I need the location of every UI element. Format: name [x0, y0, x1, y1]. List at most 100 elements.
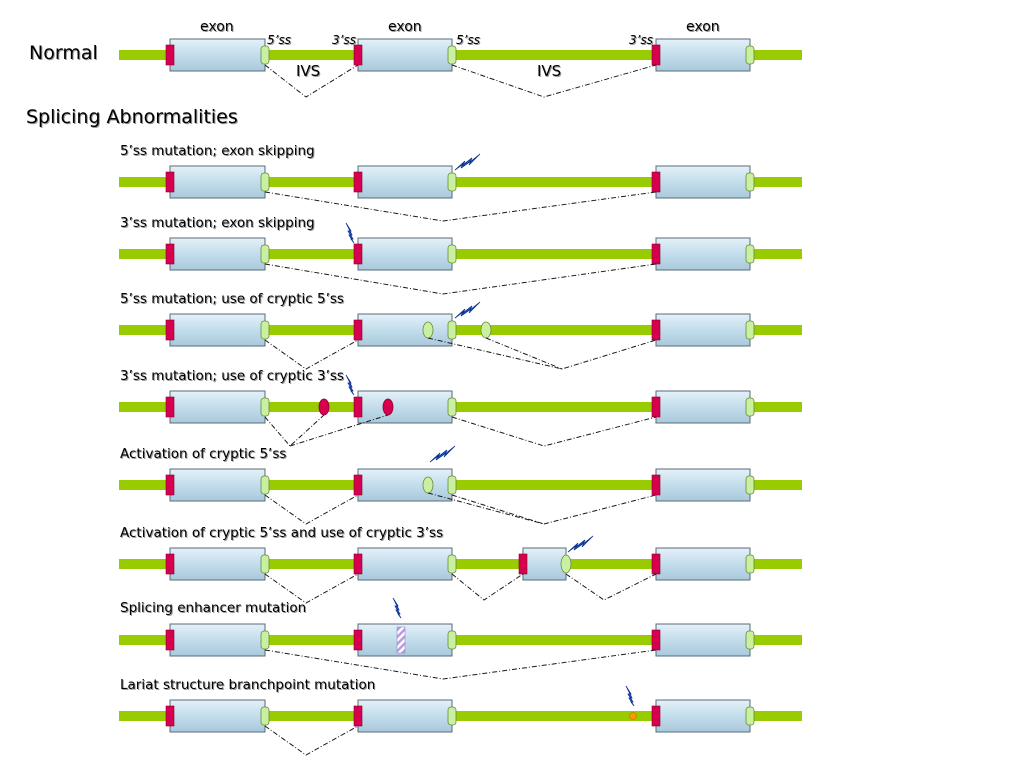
exon-box — [357, 699, 453, 733]
exon-box — [655, 699, 751, 733]
splice-site-5ss — [447, 320, 457, 340]
exon-box — [169, 623, 266, 657]
exon-box — [655, 468, 751, 502]
splice-site-5ss — [745, 244, 755, 264]
mutation-bolt-icon — [392, 597, 402, 619]
exon-box — [357, 468, 453, 502]
splice-site-5ss — [260, 397, 270, 417]
splice-site-5ss — [447, 172, 457, 192]
cryptic-3ss-site — [318, 398, 330, 416]
splice-connector — [485, 337, 563, 370]
splice-connector — [427, 337, 657, 370]
splice-site-5ss — [447, 475, 457, 495]
cryptic-3ss-site — [382, 398, 394, 416]
exon-box — [357, 313, 453, 347]
splice-connector — [451, 573, 524, 601]
intron-line — [119, 635, 802, 645]
splice-site-3ss — [165, 171, 175, 193]
splice-site-3ss — [353, 474, 363, 496]
intron-line — [119, 50, 802, 60]
exon-box — [169, 38, 266, 72]
splice-connector — [264, 339, 359, 370]
row-title-activation-cryptic-5ss: Activation of cryptic 5’ss — [120, 446, 287, 462]
splice-connector — [427, 492, 657, 525]
intron-label-ivs-1: IVS — [296, 62, 321, 80]
splice-site-3ss — [165, 319, 175, 341]
intron-label-ivs-2: IVS — [537, 62, 562, 80]
exon-box — [655, 547, 751, 581]
splice-site-5ss — [260, 45, 270, 65]
splice-connector — [264, 263, 657, 295]
splice-connector — [451, 494, 545, 525]
splice-site-3ss — [353, 44, 363, 66]
splice-site-3ss — [165, 44, 175, 66]
exon-box — [169, 390, 266, 424]
splice-site-5ss — [745, 45, 755, 65]
row-title-splicing-enhancer-mutation: Splicing enhancer mutation — [120, 600, 307, 616]
splice-site-3ss — [165, 705, 175, 727]
row-title-cryptic-5ss-and-3ss: Activation of cryptic 5’ss and use of cr… — [120, 525, 444, 541]
splice-site-5ss — [447, 244, 457, 264]
splice-connector — [289, 414, 389, 447]
mutation-bolt-icon — [454, 301, 481, 319]
splice-site-3ss — [651, 319, 661, 341]
row-title-3ss-exon-skipping: 3’ss mutation; exon skipping — [120, 215, 315, 231]
splice-site-5ss — [260, 244, 270, 264]
row-title-lariat-branchpoint-mutation: Lariat structure branchpoint mutation — [120, 677, 376, 693]
splice-site-3ss — [165, 243, 175, 265]
splice-site-5ss — [447, 45, 457, 65]
splice-site-3ss — [353, 243, 363, 265]
splice-site-5ss — [447, 554, 457, 574]
splice-connector — [264, 191, 657, 222]
splice-site-5ss — [745, 172, 755, 192]
splice-site-3ss — [518, 553, 528, 575]
splice-connector — [264, 64, 359, 98]
exon-box — [357, 547, 453, 581]
splice-connector — [264, 649, 657, 680]
splice-site-5ss — [260, 706, 270, 726]
splice-site-5ss — [260, 554, 270, 574]
intron-line — [119, 249, 802, 259]
splicing-enhancer-element — [396, 626, 406, 654]
splice-site-label-3ss-2: 3’ss — [629, 33, 653, 47]
exon-box — [169, 313, 266, 347]
intron-line — [119, 177, 802, 187]
mutation-bolt-icon — [567, 535, 594, 553]
mutation-bolt-icon — [625, 685, 635, 707]
splicing-abnormalities-heading: Splicing Abnormalities — [26, 106, 238, 128]
splice-connector — [451, 64, 657, 98]
exon-box — [655, 38, 751, 72]
splice-connector — [264, 494, 359, 525]
splice-site-3ss — [651, 553, 661, 575]
splice-site-3ss — [651, 705, 661, 727]
exon-label-2: exon — [388, 19, 422, 35]
exon-box — [357, 165, 453, 199]
splice-site-5ss — [260, 172, 270, 192]
splice-site-3ss — [353, 171, 363, 193]
splice-site-3ss — [353, 553, 363, 575]
splice-site-3ss — [651, 243, 661, 265]
exon-box — [655, 165, 751, 199]
splice-site-3ss — [353, 629, 363, 651]
exon-box — [522, 547, 567, 581]
exon-box — [169, 468, 266, 502]
splice-site-3ss — [353, 705, 363, 727]
splice-site-3ss — [353, 319, 363, 341]
splice-connector — [264, 725, 359, 756]
exon-box — [169, 165, 266, 199]
normal-label: Normal — [29, 42, 98, 64]
splice-site-label-5ss-1: 5’ss — [267, 33, 291, 47]
splice-site-5ss — [447, 630, 457, 650]
exon-label-1: exon — [200, 19, 234, 35]
row-title-5ss-cryptic-5ss: 5’ss mutation; use of cryptic 5’ss — [120, 291, 344, 307]
splice-site-5ss — [447, 706, 457, 726]
splice-site-5ss — [745, 554, 755, 574]
exon-box — [655, 237, 751, 271]
intron-line — [119, 402, 802, 412]
row-title-3ss-cryptic-3ss: 3’ss mutation; use of cryptic 3’ss — [120, 368, 344, 384]
splice-site-5ss — [560, 554, 572, 574]
exon-box — [655, 313, 751, 347]
splice-site-5ss — [745, 475, 755, 495]
splice-site-5ss — [745, 706, 755, 726]
branchpoint-site — [629, 712, 637, 720]
